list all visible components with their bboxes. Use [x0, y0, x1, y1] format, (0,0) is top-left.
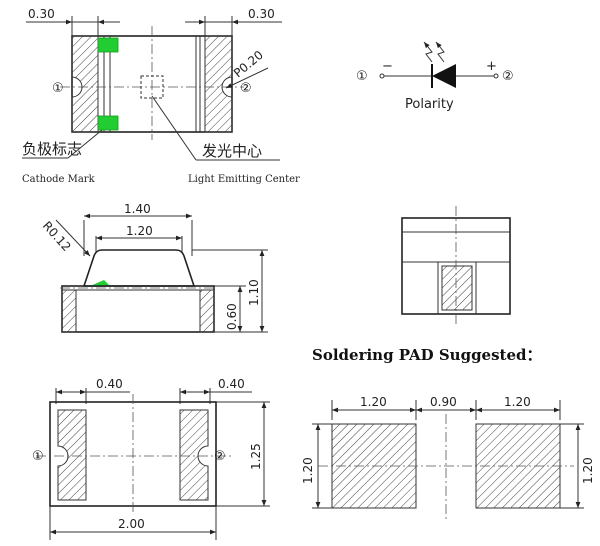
side-view: 1.40 1.20 R0.12 0.60 1.10 — [40, 202, 268, 333]
bottom-view: 0.40 0.40 ① ② 1.25 2.00 — [32, 377, 270, 540]
dim-pad-left-width: 1.20 — [360, 395, 387, 409]
side-right-electrode — [199, 289, 215, 333]
polarity-minus: − — [382, 59, 393, 74]
solder-pad-title: Soldering PAD Suggested — [312, 346, 527, 364]
top-view: 0.30 0.30 ① ② P0.20 — [22, 7, 300, 185]
cathode-mark-upper — [97, 37, 119, 53]
dim-bottom-left: 0.40 — [96, 377, 123, 391]
dim-side-radius: R0.12 — [40, 219, 74, 254]
dim-side-outer: 1.40 — [124, 202, 151, 216]
polarity-plus: + — [486, 59, 497, 74]
diode-triangle — [432, 64, 456, 88]
end-view — [401, 206, 511, 326]
side-dome-lens — [82, 249, 196, 287]
top-pin-2: ② — [240, 81, 252, 96]
cathode-label-cn: 负极标志 — [22, 140, 82, 158]
top-left-electrode — [71, 35, 99, 133]
solder-pad-view: Soldering PAD Suggested： 1.20 0.90 1.20 … — [301, 346, 595, 520]
top-right-electrode — [204, 35, 233, 133]
side-left-electrode — [61, 289, 77, 333]
polarity-pin-2: ② — [502, 69, 514, 84]
dim-bottom-width: 2.00 — [118, 517, 145, 531]
light-emitting-center-box — [140, 75, 164, 99]
polarity-label: Polarity — [405, 97, 454, 112]
emission-arrow-1 — [423, 41, 433, 63]
dim-bottom-right: 0.40 — [218, 377, 245, 391]
cathode-mark-lower — [97, 115, 119, 131]
center-label-en: Light Emitting Center — [188, 174, 300, 185]
dim-side-total-height: 1.10 — [247, 279, 261, 306]
dim-side-inner: 1.20 — [126, 224, 153, 238]
dim-pad-gap: 0.90 — [430, 395, 457, 409]
bottom-pin-2: ② — [214, 449, 226, 464]
polarity-symbol: ① − + ② Polarity — [356, 41, 514, 112]
cathode-label-en: Cathode Mark — [22, 174, 96, 185]
top-pin-1: ① — [52, 81, 64, 96]
dim-pad-right-width: 1.20 — [504, 395, 531, 409]
dim-top-radius: P0.20 — [231, 48, 266, 81]
dim-side-body-height: 0.60 — [225, 303, 239, 330]
center-label-cn: 发光中心 — [202, 142, 262, 160]
side-body — [61, 285, 215, 333]
polarity-pin-1: ① — [356, 69, 368, 84]
solder-pad-title-suffix: ： — [527, 346, 542, 364]
bottom-right-pad — [179, 409, 209, 501]
dim-top-right: 0.30 — [248, 7, 275, 21]
svg-text:Soldering PAD Suggested：: Soldering PAD Suggested： — [312, 346, 542, 364]
dim-pad-left-height: 1.20 — [301, 457, 315, 484]
side-cathode-mark — [90, 280, 110, 286]
end-center-electrode — [441, 265, 473, 311]
dim-top-left: 0.30 — [28, 7, 55, 21]
emission-arrow-2 — [435, 41, 445, 63]
dim-bottom-height: 1.25 — [249, 443, 263, 470]
dim-pad-right-height: 1.20 — [581, 457, 595, 484]
bottom-left-pad — [57, 409, 87, 501]
bottom-pin-1: ① — [32, 449, 44, 464]
